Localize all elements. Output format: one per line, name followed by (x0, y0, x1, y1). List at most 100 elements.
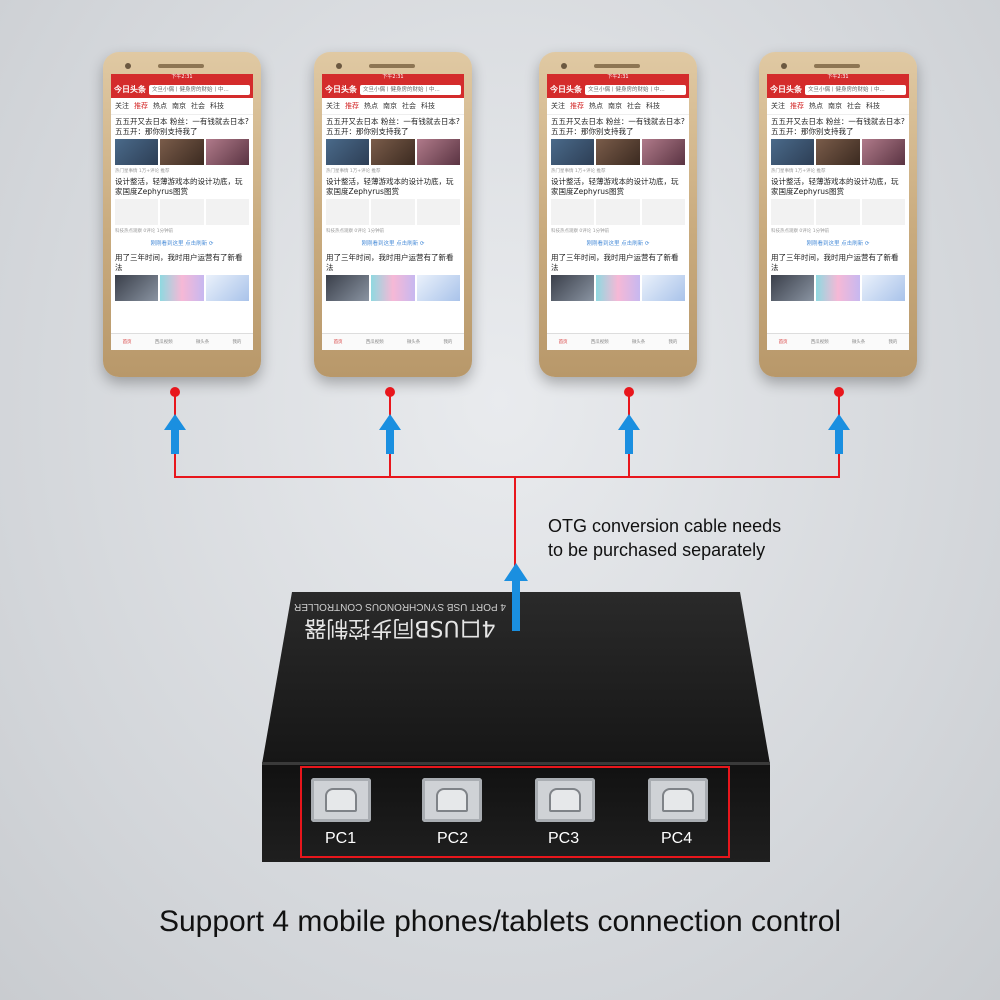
bottom-nav: 首页 西瓜视频 微头条 我的 (547, 333, 689, 350)
nav-micro[interactable]: 微头条 (851, 340, 866, 345)
article-thumbnails (111, 197, 253, 227)
tab-nanjing[interactable]: 南京 (828, 102, 842, 110)
tab-recommend[interactable]: 推荐 (134, 102, 148, 110)
article-thumbnails (547, 273, 689, 303)
app-logo: 今日头条 (550, 85, 582, 94)
tab-follow[interactable]: 关注 (326, 102, 340, 110)
article-title[interactable]: 设计整活，轻薄游戏本的设计功底，玩家国度Zephyrus图赏 (115, 177, 243, 196)
bottom-nav: 首页 西瓜视频 微头条 我的 (322, 333, 464, 350)
search-input[interactable]: 文旦小偶丨健身房的财始丨中... (149, 84, 250, 95)
article-title[interactable]: 用了三年时间，我时用户运营有了新看法 (771, 253, 899, 272)
article-title[interactable]: 用了三年时间，我时用户运营有了新看法 (551, 253, 679, 272)
bottom-nav: 首页 西瓜视频 微头条 我的 (111, 333, 253, 350)
article-title[interactable]: 用了三年时间，我时用户运营有了新看法 (326, 253, 454, 272)
nav-home[interactable]: 首页 (778, 340, 788, 345)
port-label-pc4: PC4 (661, 830, 693, 847)
article-thumbnails (322, 137, 464, 167)
tab-recommend[interactable]: 推荐 (790, 102, 804, 110)
tab-tech[interactable]: 科技 (646, 102, 660, 110)
refresh-link[interactable]: 刚刚看到这里 点击刷新 ⟳ (586, 241, 650, 247)
nav-me[interactable]: 我的 (232, 340, 242, 345)
arrow-up-icon (504, 563, 528, 631)
article-title[interactable]: 五五开又去日本 粉丝：一有钱就去日本? 五五开：那你别支持我了 (771, 117, 905, 136)
tab-bar: 关注 推荐 热点 南京 社会 科技 (322, 98, 464, 115)
refresh-link[interactable]: 刚刚看到这里 点击刷新 ⟳ (150, 241, 214, 247)
phone-screen: 下午2:31 今日头条 文旦小偶丨健身房的财始丨中... 关注 推荐 热点 南京… (547, 74, 689, 350)
article-meta: 热门星事情 1万+评论 推荐 (326, 169, 381, 174)
search-input[interactable]: 文旦小偶丨健身房的财始丨中... (805, 84, 906, 95)
nav-me[interactable]: 我的 (443, 340, 453, 345)
tab-recommend[interactable]: 推荐 (570, 102, 584, 110)
nav-video[interactable]: 西瓜视频 (365, 340, 384, 345)
tab-recommend[interactable]: 推荐 (345, 102, 359, 110)
otg-note-line1: OTG conversion cable needs (548, 516, 782, 536)
tab-society[interactable]: 社会 (627, 102, 641, 110)
nav-home[interactable]: 首页 (558, 340, 568, 345)
nav-micro[interactable]: 微头条 (406, 340, 421, 345)
tab-bar: 关注 推荐 热点 南京 社会 科技 (767, 98, 909, 115)
phone-3: 下午2:31 今日头条 文旦小偶丨健身房的财始丨中... 关注 推荐 热点 南京… (539, 52, 697, 377)
caption: Support 4 mobile phones/tablets connecti… (158, 905, 842, 938)
search-input[interactable]: 文旦小偶丨健身房的财始丨中... (360, 84, 461, 95)
usb-b-port-icon (549, 788, 581, 812)
tab-hot[interactable]: 热点 (153, 102, 167, 110)
article-title[interactable]: 五五开又去日本 粉丝：一有钱就去日本? 五五开：那你别支持我了 (115, 117, 249, 136)
article-title[interactable]: 设计整活，轻薄游戏本的设计功底，玩家国度Zephyrus图赏 (771, 177, 899, 196)
tab-hot[interactable]: 热点 (809, 102, 823, 110)
nav-micro[interactable]: 微头条 (631, 340, 646, 345)
speaker-grille (369, 64, 415, 68)
ports-highlight-frame (300, 766, 730, 858)
tab-nanjing[interactable]: 南京 (383, 102, 397, 110)
tab-society[interactable]: 社会 (402, 102, 416, 110)
phone-screen: 下午2:31 今日头条 文旦小偶丨健身房的财始丨中... 关注 推荐 热点 南京… (322, 74, 464, 350)
nav-home[interactable]: 首页 (122, 340, 132, 345)
article-title[interactable]: 设计整活，轻薄游戏本的设计功底，玩家国度Zephyrus图赏 (551, 177, 679, 196)
nav-video[interactable]: 西瓜视频 (154, 340, 173, 345)
nav-video[interactable]: 西瓜视频 (590, 340, 609, 345)
tab-tech[interactable]: 科技 (866, 102, 880, 110)
arrow-up-icon (828, 414, 850, 454)
camera-icon (561, 63, 567, 69)
refresh-link[interactable]: 刚刚看到这里 点击刷新 ⟳ (361, 241, 425, 247)
camera-icon (125, 63, 131, 69)
nav-me[interactable]: 我的 (888, 340, 898, 345)
tab-follow[interactable]: 关注 (551, 102, 565, 110)
speaker-grille (814, 64, 860, 68)
arrow-up-icon (164, 414, 186, 454)
article-thumbnails (111, 273, 253, 303)
tab-nanjing[interactable]: 南京 (172, 102, 186, 110)
tab-society[interactable]: 社会 (191, 102, 205, 110)
article-title[interactable]: 设计整活，轻薄游戏本的设计功底，玩家国度Zephyrus图赏 (326, 177, 454, 196)
tab-nanjing[interactable]: 南京 (608, 102, 622, 110)
app-header: 今日头条 文旦小偶丨健身房的财始丨中... (322, 81, 464, 98)
article-title[interactable]: 五五开又去日本 粉丝：一有钱就去日本? 五五开：那你别支持我了 (551, 117, 685, 136)
refresh-link[interactable]: 刚刚看到这里 点击刷新 ⟳ (806, 241, 870, 247)
otg-note-line2: to be purchased separately (548, 540, 766, 560)
tab-follow[interactable]: 关注 (115, 102, 129, 110)
nav-home[interactable]: 首页 (333, 340, 343, 345)
tab-follow[interactable]: 关注 (771, 102, 785, 110)
article-title[interactable]: 五五开又去日本 粉丝：一有钱就去日本? 五五开：那你别支持我了 (326, 117, 460, 136)
usb-b-port-3[interactable] (535, 778, 595, 822)
search-input[interactable]: 文旦小偶丨健身房的财始丨中... (585, 84, 686, 95)
tab-tech[interactable]: 科技 (210, 102, 224, 110)
article-meta: 热门星事情 1万+评论 推荐 (551, 169, 606, 174)
tab-society[interactable]: 社会 (847, 102, 861, 110)
tab-hot[interactable]: 热点 (589, 102, 603, 110)
nav-micro[interactable]: 微头条 (195, 340, 210, 345)
tab-hot[interactable]: 热点 (364, 102, 378, 110)
status-bar: 下午2:31 (111, 74, 253, 81)
usb-b-port-1[interactable] (311, 778, 371, 822)
app-header: 今日头条 文旦小偶丨健身房的财始丨中... (767, 81, 909, 98)
tab-bar: 关注 推荐 热点 南京 社会 科技 (547, 98, 689, 115)
device-label-en: 4 PORT USB SYNCHRONOUS CONTROLLER (294, 601, 506, 612)
article-title[interactable]: 用了三年时间，我时用户运营有了新看法 (115, 253, 243, 272)
port-label-pc3: PC3 (548, 830, 580, 847)
usb-b-port-2[interactable] (422, 778, 482, 822)
arrow-up-icon (379, 414, 401, 454)
usb-b-port-4[interactable] (648, 778, 708, 822)
tab-tech[interactable]: 科技 (421, 102, 435, 110)
status-bar: 下午2:31 (767, 74, 909, 81)
nav-video[interactable]: 西瓜视频 (810, 340, 829, 345)
nav-me[interactable]: 我的 (668, 340, 678, 345)
